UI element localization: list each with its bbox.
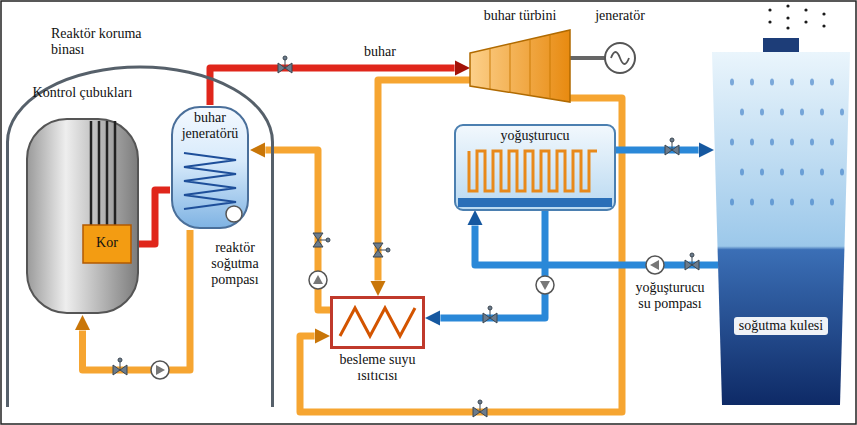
cooling-tower-outline	[712, 32, 850, 405]
node-text: jeneratör	[595, 8, 645, 24]
reactor-core: Kor	[83, 225, 131, 263]
containment-building: Reaktör koruma binasıKontrol çubuklarıKo…	[6, 22, 274, 407]
pipe-connector	[265, 150, 330, 310]
reactor-vessel: Kontrol çubuklarıKor	[25, 85, 140, 315]
condenser: yoğuşturucu	[455, 125, 615, 210]
pipe-label: buhar	[361, 44, 399, 60]
node-text: buhar jeneratörü	[174, 110, 246, 142]
pipe-connector	[300, 98, 622, 412]
node-text: Kor	[96, 235, 118, 251]
pipe-connector	[615, 147, 699, 154]
steam-plume	[768, 4, 825, 29]
part-label: reaktör soğutma pompası	[203, 240, 267, 288]
feedwater-heater: besleme suyu ısıtıcısı	[330, 296, 425, 388]
node-text: buhar türbini	[484, 8, 557, 24]
node-text: Kontrol çubukları	[33, 85, 133, 101]
pipe-connector	[210, 68, 455, 105]
node-text: yoğuşturucu	[500, 128, 569, 144]
steam-turbine: buhar türbini	[470, 8, 570, 103]
node-text: Reaktör koruma binası	[51, 26, 146, 58]
node-text: soğutma kulesi	[734, 317, 828, 335]
steam-generator: buhar jeneratörü	[170, 105, 250, 230]
pipe-connector	[570, 56, 585, 60]
node-text: besleme suyu ısıtıcısı	[332, 352, 423, 384]
reactor-vessel-outline	[25, 85, 140, 315]
cooling-tower: soğutma kulesi	[712, 32, 850, 405]
pipe-connector	[475, 225, 718, 265]
part-label: yoğuşturucu su pompası	[630, 280, 710, 312]
electric-generator: jeneratör	[585, 8, 655, 88]
valve-symbol	[113, 56, 699, 417]
